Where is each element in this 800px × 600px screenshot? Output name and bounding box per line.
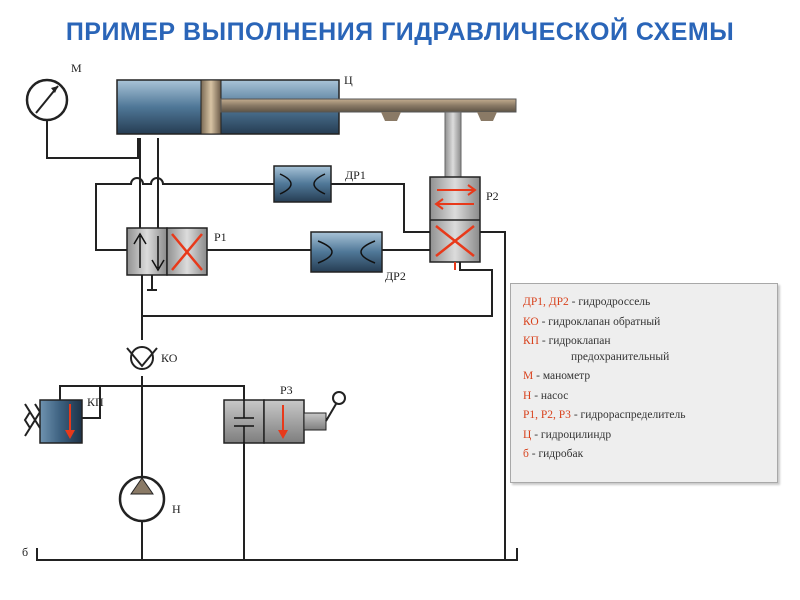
throttle-1-icon xyxy=(273,165,332,203)
legend-item: Р1, Р2, Р3 - гидрораспределитель xyxy=(523,406,771,426)
cylinder-icon xyxy=(116,79,517,178)
legend-item: Н - насос xyxy=(523,387,771,407)
manometer-label: М xyxy=(71,61,82,75)
legend-text: - насос xyxy=(531,389,569,402)
legend-text: - гидроклапан обратный xyxy=(538,315,661,328)
legend-text: - гидроклапан xyxy=(538,335,611,347)
legend-text: - гидрораспределитель xyxy=(570,409,686,421)
legend-text: - гидродроссель xyxy=(568,296,651,308)
valve-p3-label: Р3 xyxy=(280,383,293,397)
legend-text: - гидробак xyxy=(528,448,584,460)
legend-text: - гидроцилиндр xyxy=(531,428,612,441)
legend-item-continuation: предохранительный xyxy=(571,350,670,363)
valve-p2-icon xyxy=(429,176,481,270)
page-title: ПРИМЕР ВЫПОЛНЕНИЯ ГИДРАВЛИЧЕСКОЙ СХЕМЫ xyxy=(65,18,735,46)
legend-item: ДР1, ДР2 - гидродроссель xyxy=(523,293,771,313)
pump-icon xyxy=(118,475,166,523)
check-valve-label: КО xyxy=(161,351,178,365)
valve-p3-icon xyxy=(223,391,346,444)
tank-label: б xyxy=(22,545,28,559)
throttle-2-icon xyxy=(310,231,383,273)
manometer-icon xyxy=(25,78,69,122)
pipelines xyxy=(36,120,518,561)
legend-key: Н xyxy=(523,389,532,402)
relief-valve-icon xyxy=(23,399,83,444)
throttle-1-label: ДР1 xyxy=(345,168,366,182)
legend-key: ДР1, ДР2 xyxy=(523,296,569,308)
valve-p1-label: Р1 xyxy=(214,230,227,244)
cylinder-label: Ц xyxy=(344,73,353,87)
legend-text: - манометр xyxy=(533,370,591,382)
throttle-2-label: ДР2 xyxy=(385,269,406,283)
pump-label: Н xyxy=(172,502,181,516)
legend-key: б xyxy=(523,448,529,460)
check-valve-icon xyxy=(126,346,158,370)
legend-item: Ц - гидроцилиндр xyxy=(523,426,771,446)
legend-key: КП xyxy=(523,335,539,347)
legend-item: б - гидробак xyxy=(523,445,771,465)
legend-item: КО - гидроклапан обратный xyxy=(523,313,771,333)
valve-p2-label: Р2 xyxy=(486,189,499,203)
relief-valve-label: КП xyxy=(87,395,104,409)
legend-item: КП - гидроклапан xyxy=(523,332,771,352)
legend-key: Р1, Р2, Р3 xyxy=(523,409,571,421)
valve-p1-icon xyxy=(126,227,208,276)
legend-key: Ц xyxy=(523,428,532,441)
legend-item: М - манометр xyxy=(523,367,771,387)
legend-key: КО xyxy=(523,315,539,328)
legend-key: М xyxy=(523,370,534,382)
